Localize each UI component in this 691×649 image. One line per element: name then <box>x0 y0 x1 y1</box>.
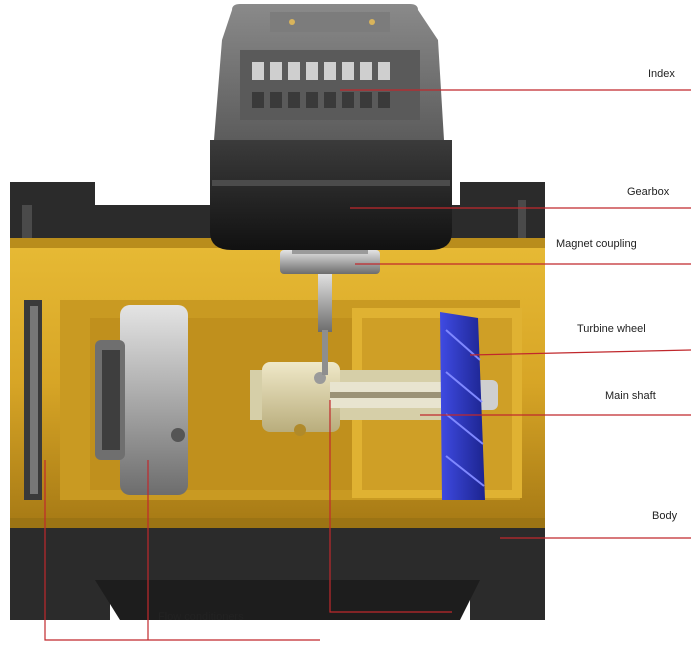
flow-conditioner-front <box>24 300 42 500</box>
vertical-drive-shaft <box>318 272 332 375</box>
label-flow-conditioners: Flow conditioners <box>158 611 244 623</box>
label-index: Index <box>648 68 675 80</box>
main-shaft-assembly <box>250 362 498 436</box>
label-magnet-coupling: Magnet coupling <box>556 238 637 250</box>
leader-flow-conditioner-1 <box>44 460 320 641</box>
index-register <box>214 4 444 140</box>
leader-turbine-wheel <box>469 349 691 356</box>
gearbox <box>210 140 452 250</box>
label-turbine-wheel: Turbine wheel <box>577 323 646 335</box>
leader-main-shaft-lower <box>329 400 452 613</box>
leader-lines <box>44 89 691 641</box>
label-body: Body <box>652 510 678 522</box>
turbine-wheel <box>440 312 485 500</box>
flow-conditioner-rotor <box>95 305 188 495</box>
label-gearbox: Gearbox <box>627 186 670 198</box>
label-main-shaft: Main shaft <box>605 390 656 402</box>
